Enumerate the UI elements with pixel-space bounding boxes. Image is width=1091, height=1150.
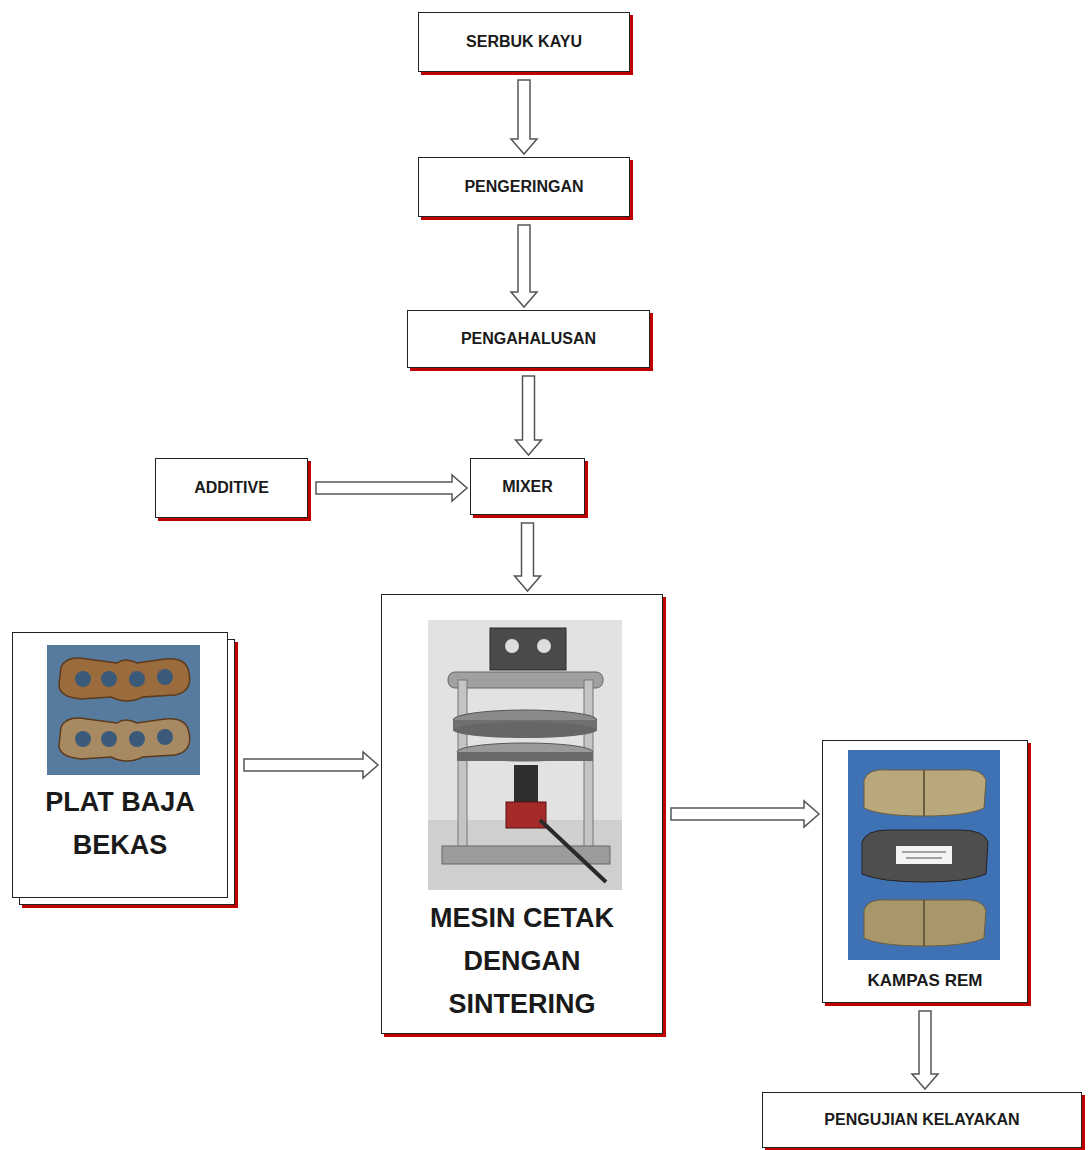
photo-caption: PLAT BAJA BEKAS [30, 781, 210, 867]
steel-plate-photo [47, 645, 200, 775]
box-label: PENGERINGAN [464, 178, 583, 196]
block-arrow [516, 376, 542, 455]
photo-box: KAMPAS REM [822, 740, 1028, 1003]
process-box: PENGUJIAN KELAYAKAN [762, 1092, 1082, 1148]
photo-caption: KAMPAS REM [830, 967, 1020, 995]
box-label: MIXER [502, 478, 553, 496]
box-label: SERBUK KAYU [466, 33, 582, 51]
photo-caption: MESIN CETAK DENGAN SINTERING [391, 897, 653, 1026]
block-arrow [912, 1011, 938, 1089]
process-box: PENGAHALUSAN [407, 310, 650, 368]
process-box: SERBUK KAYU [418, 12, 630, 72]
photo-box: MESIN CETAK DENGAN SINTERING [381, 594, 663, 1034]
block-arrow [511, 80, 537, 154]
process-box: PENGERINGAN [418, 157, 630, 217]
block-arrow [511, 225, 537, 307]
brake-pad-photo [848, 750, 1000, 960]
block-arrow [244, 752, 378, 778]
press-machine-photo [428, 620, 622, 890]
block-arrow [671, 801, 819, 827]
box-label: ADDITIVE [194, 479, 269, 497]
block-arrow [316, 475, 467, 501]
box-label: PENGAHALUSAN [461, 330, 596, 348]
process-box: MIXER [470, 458, 585, 515]
photo-box: PLAT BAJA BEKAS [12, 632, 228, 898]
box-label: PENGUJIAN KELAYAKAN [824, 1111, 1019, 1129]
block-arrow [515, 523, 541, 591]
process-box: ADDITIVE [155, 458, 308, 518]
